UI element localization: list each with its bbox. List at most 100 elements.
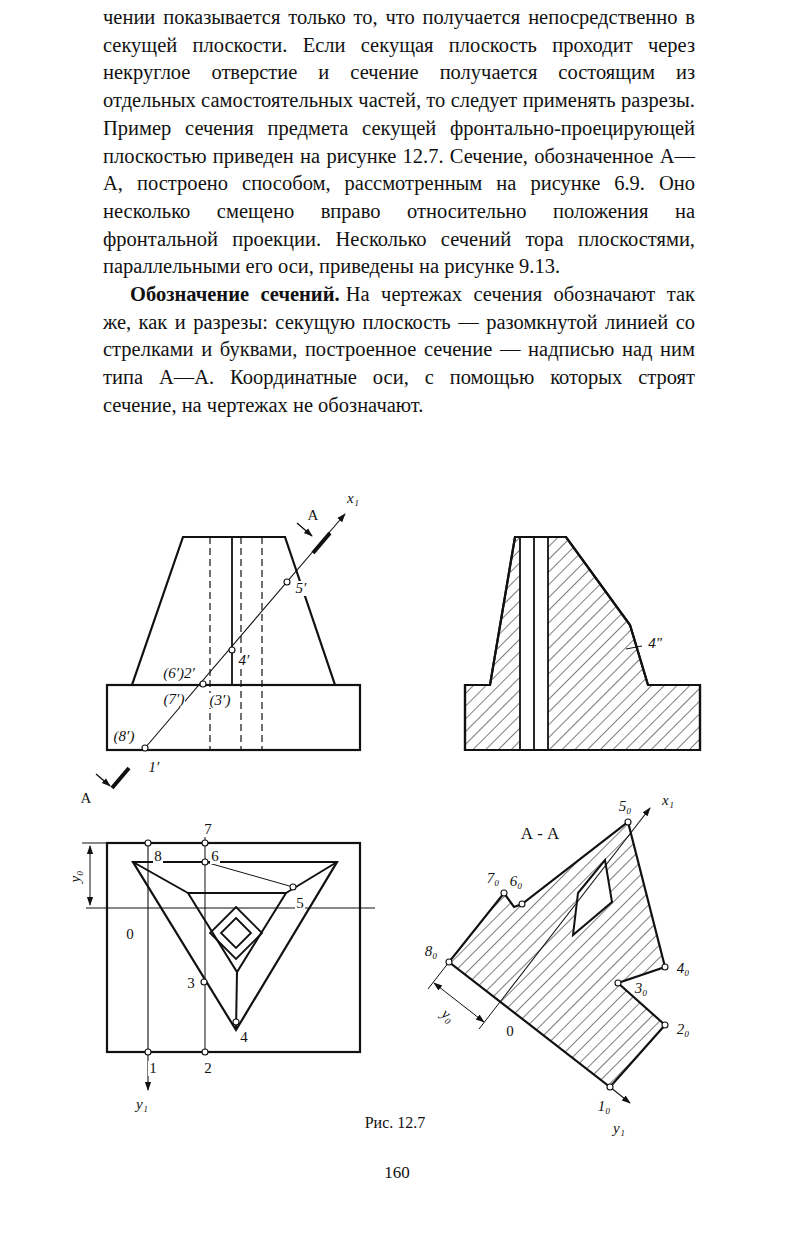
point-label: 1 xyxy=(148,1061,158,1076)
hidden-line xyxy=(240,537,241,750)
point xyxy=(625,819,631,825)
hole-section xyxy=(573,860,612,935)
extension-line xyxy=(82,843,107,844)
paragraph: Обозначение сечений.На чертежах сечения … xyxy=(103,281,695,420)
section-a-a xyxy=(428,808,668,1103)
point xyxy=(202,1049,208,1055)
point-label: 8 xyxy=(153,849,163,864)
point xyxy=(200,681,206,687)
cutting-plane-mark xyxy=(313,533,330,553)
base-outline xyxy=(107,685,360,750)
dimension-label: y₀ xyxy=(69,869,84,883)
hole-outline xyxy=(210,907,262,959)
hole-outline xyxy=(221,918,251,948)
point xyxy=(284,579,290,585)
frustum-top xyxy=(188,893,286,972)
axis-label: y₁ xyxy=(135,1097,149,1112)
page-number: 160 xyxy=(383,1164,411,1181)
point xyxy=(233,1019,239,1025)
hole-edge xyxy=(519,537,521,750)
dimension-line xyxy=(90,846,91,905)
origin-label: 0 xyxy=(125,927,135,942)
cutting-plane-mark xyxy=(112,768,129,788)
extension-line xyxy=(428,962,449,989)
extension-line xyxy=(479,1002,500,1029)
point-label: 6 xyxy=(210,849,220,864)
frustum-base xyxy=(133,862,337,1030)
figure-caption: Рис. 12.7 xyxy=(364,1115,427,1131)
text-block: чении показывается только то, что получа… xyxy=(103,4,695,420)
side-view xyxy=(465,537,700,750)
section-letter: А xyxy=(80,791,93,806)
point xyxy=(662,1022,668,1028)
hidden-line xyxy=(209,537,210,750)
origin-label: 0 xyxy=(505,1024,515,1039)
point-label: 7₀ xyxy=(486,871,501,886)
point-label: (3′) xyxy=(209,693,232,708)
point xyxy=(145,1049,151,1055)
point-label: (6′)2′ xyxy=(162,666,196,681)
side-outline xyxy=(465,537,700,750)
point-label: 4 xyxy=(239,1030,249,1045)
point xyxy=(615,980,621,986)
point-label: 1′ xyxy=(148,760,161,775)
point-label: 5′ xyxy=(295,581,308,596)
side-section xyxy=(465,537,700,750)
point xyxy=(202,859,208,865)
point-label: 8₀ xyxy=(424,944,439,959)
point xyxy=(662,964,668,970)
point-label: 3 xyxy=(186,976,196,991)
point-label: 3₀ xyxy=(634,981,649,996)
point xyxy=(229,647,235,653)
point-label: (8′) xyxy=(113,729,136,744)
point-label: 5 xyxy=(295,896,305,911)
point-label: 5₀ xyxy=(618,799,633,814)
point xyxy=(202,840,208,846)
section-letter: А xyxy=(307,508,320,523)
body-paragraph: чении показывается только то, что получа… xyxy=(103,6,695,277)
top-view xyxy=(82,836,375,1090)
section-title: А - А xyxy=(520,825,561,842)
section-heading: Обозначение сечений. xyxy=(130,283,340,305)
point-label: 4₀ xyxy=(676,961,691,976)
front-edge xyxy=(231,537,233,685)
point xyxy=(607,1084,613,1090)
point xyxy=(519,901,525,907)
point-marks xyxy=(446,819,668,1090)
point-label: 2 xyxy=(203,1061,213,1076)
axis-y1 xyxy=(610,1087,630,1103)
view-arrow xyxy=(297,523,312,536)
axis-x xyxy=(86,908,375,909)
dimension-label: y₀ xyxy=(438,1005,458,1025)
section-outline xyxy=(449,822,665,1087)
point-label: 6₀ xyxy=(509,874,524,889)
frustum-outline xyxy=(132,537,335,685)
hole-edge xyxy=(547,537,549,750)
point-label: 7 xyxy=(203,822,213,837)
point-marks xyxy=(145,840,296,1055)
axis-x1 xyxy=(500,808,650,1002)
point-label: (7′) xyxy=(163,692,186,707)
front-view xyxy=(96,514,360,788)
point-label: 2₀ xyxy=(676,1022,691,1037)
point-label: 1₀ xyxy=(597,1099,612,1114)
point-label: 4′ xyxy=(238,653,251,668)
edge xyxy=(133,862,188,893)
hole-edge xyxy=(533,537,535,750)
leader-line xyxy=(626,646,642,649)
base-outline xyxy=(107,843,360,1052)
point-marks xyxy=(142,579,290,751)
hole-gap xyxy=(520,537,548,750)
view-arrow xyxy=(96,774,110,786)
point xyxy=(142,745,148,751)
point xyxy=(201,979,207,985)
edge xyxy=(286,862,337,893)
point xyxy=(145,840,151,846)
axis-label: x₁ xyxy=(346,491,360,506)
hidden-line xyxy=(261,537,262,750)
point xyxy=(446,959,452,965)
axis-label: y₁ xyxy=(612,1121,626,1136)
cutting-plane-axis xyxy=(145,514,345,748)
projection-line xyxy=(205,836,206,1052)
